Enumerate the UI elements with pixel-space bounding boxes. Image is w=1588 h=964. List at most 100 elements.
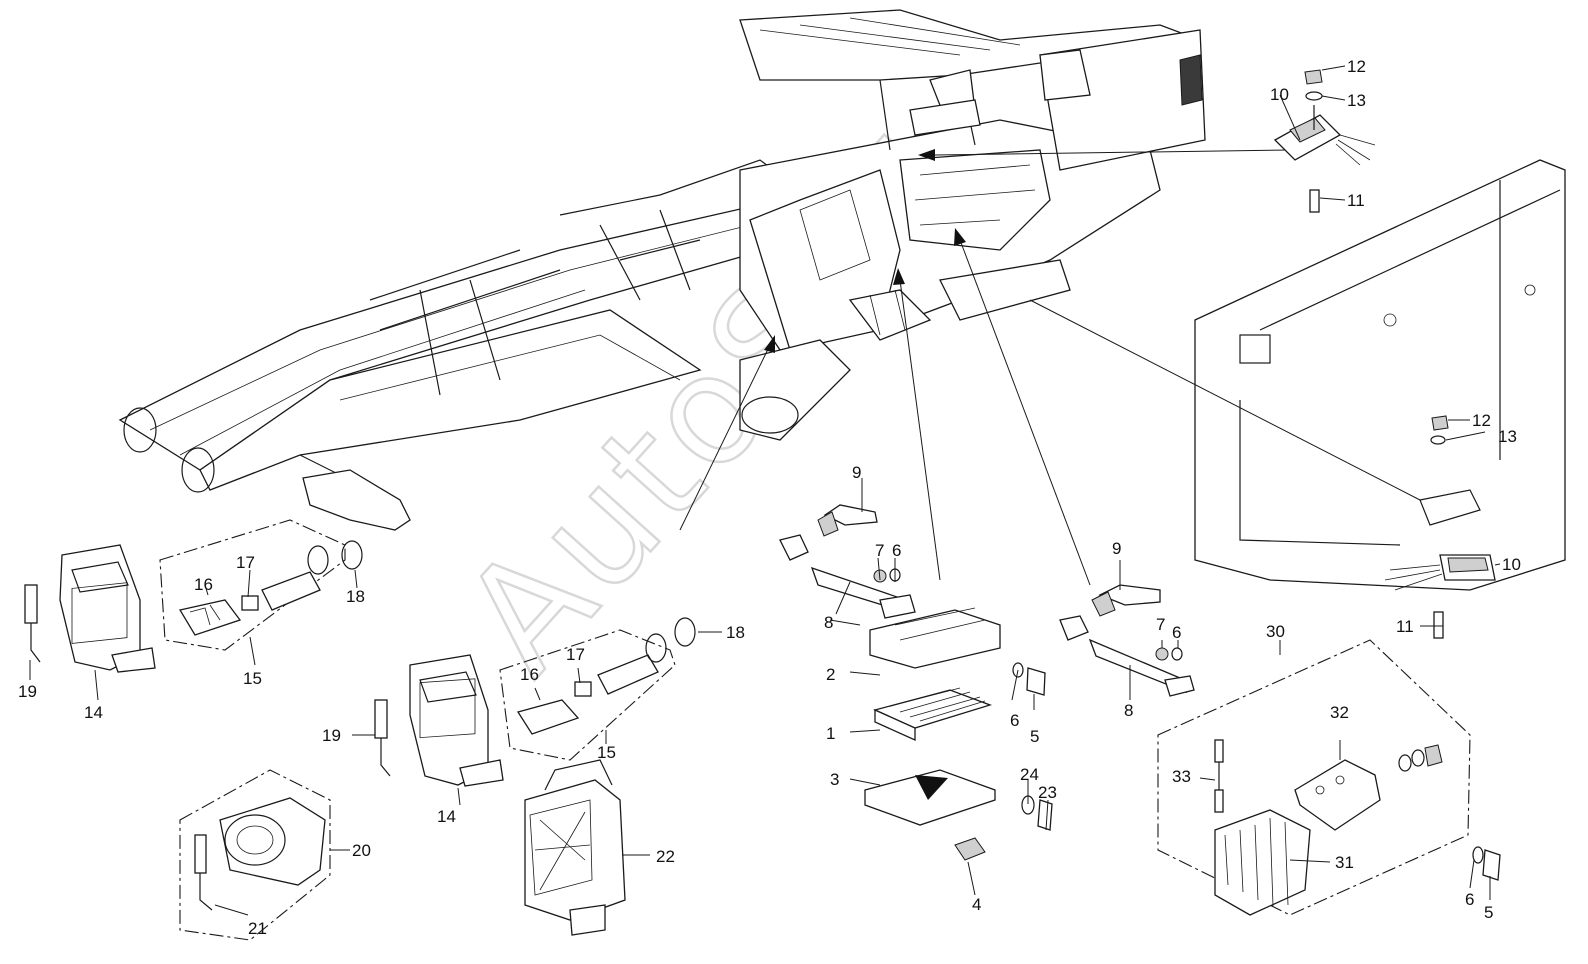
kit-15b-boundary	[499, 629, 676, 761]
leader-lines	[299, 149, 1421, 586]
conveyor-trough-line	[339, 334, 681, 401]
stem-thread-b	[645, 633, 667, 663]
washer-6-kit	[1472, 846, 1484, 864]
bracket-hole	[1315, 785, 1325, 795]
socket-17	[241, 595, 259, 611]
engine-housing	[1039, 29, 1206, 171]
callout-32: 32	[1330, 703, 1349, 722]
bolt-icon	[1309, 189, 1320, 213]
work-lamp-center	[352, 617, 722, 806]
lever-handle	[823, 504, 878, 526]
kit-15-boundary	[159, 519, 346, 651]
mounting-panel	[1194, 159, 1566, 591]
connector-top	[1214, 739, 1224, 763]
lamp-lens-20	[224, 814, 286, 866]
arrow-head	[918, 149, 935, 161]
work-lamp-left	[24, 469, 411, 701]
callout-15-left: 15	[243, 669, 262, 688]
conveyor-end-hoop	[123, 407, 157, 453]
wires-2	[1384, 564, 1443, 591]
callout-24: 24	[1020, 765, 1039, 784]
lamp-stem	[261, 571, 321, 611]
conveyor-edge-line-2	[179, 289, 586, 456]
callout-13-side: 13	[1498, 427, 1517, 446]
callout-11-top: 11	[1347, 191, 1365, 210]
callout-7-center: 7	[875, 541, 884, 560]
callout-5-tray: 5	[1030, 727, 1039, 746]
callout-9-center: 9	[852, 463, 861, 482]
callout-13-top: 13	[1347, 91, 1366, 110]
lamp-lens-22	[529, 799, 593, 896]
bracket-assembly-center	[779, 478, 1053, 896]
lamp-housing-22	[524, 779, 626, 921]
bulb-21	[194, 834, 207, 874]
callout-23: 23	[1038, 783, 1057, 802]
shaft-end	[879, 594, 916, 619]
callout-labels: 12 13 10 11 12 13 10 11 9 7 6 8 2 1 3 4 …	[18, 57, 1521, 938]
leader-9b-to-machine	[959, 239, 1091, 586]
callout-leaders-right	[1119, 560, 1179, 700]
lens-16-ribs	[189, 604, 221, 626]
seat-base	[909, 99, 981, 136]
regulator-side-group	[1384, 415, 1501, 639]
plate-hole-2	[1524, 284, 1536, 296]
mounting-tray	[869, 609, 1001, 669]
kit-20-boundary	[179, 769, 331, 941]
callout-21: 21	[248, 919, 267, 938]
stem-thread	[307, 545, 329, 575]
arrow-head-3	[954, 228, 966, 246]
lamp-lens	[71, 582, 128, 644]
lamp-handle	[71, 561, 129, 593]
callout-22: 22	[656, 847, 675, 866]
lever-knob	[817, 511, 839, 537]
bolt-5	[1026, 667, 1046, 696]
callout-17-center: 17	[566, 645, 585, 664]
washer-icon-2	[1430, 435, 1446, 445]
callout-15-center: 15	[597, 743, 616, 762]
side-track	[939, 259, 1071, 321]
heatsink-side	[874, 708, 916, 742]
front-track	[739, 339, 851, 441]
lens-16	[178, 599, 242, 636]
callout-14-center: 14	[437, 807, 456, 826]
boom-struts	[369, 249, 561, 396]
shaft-end-2	[1164, 675, 1195, 697]
bracket-assembly-right	[1059, 560, 1195, 700]
lamp-inner-20	[236, 825, 274, 855]
control-box	[899, 149, 1051, 251]
callout-leaders-center	[829, 478, 1049, 896]
socket-17b	[574, 681, 592, 697]
callout-12-side: 12	[1472, 411, 1491, 430]
lens-16b	[516, 699, 580, 735]
regulator-fins-31	[1224, 817, 1289, 907]
callout-6-tray: 6	[1010, 711, 1019, 730]
callout-7-right: 7	[1156, 615, 1165, 634]
callout-leaders-left	[29, 569, 358, 701]
bolt-icon-2	[1433, 611, 1444, 639]
plate-flanges	[1239, 180, 1561, 546]
washer-icon	[1305, 91, 1323, 101]
washer-18	[341, 540, 363, 570]
work-lamp-20	[179, 769, 350, 941]
bracket-hole-2	[1335, 775, 1345, 785]
leader-2-to-machine	[899, 279, 941, 581]
regulator-top-group	[1273, 65, 1376, 213]
regulator-31	[1214, 809, 1311, 916]
callout-3: 3	[830, 770, 839, 789]
bolt-23	[1037, 799, 1053, 831]
shaft-clamp	[779, 534, 809, 561]
bolt-5-kit	[1482, 849, 1501, 881]
leader-16-to-machine	[679, 344, 771, 531]
callout-16-center: 16	[520, 665, 539, 684]
lamp-lens-b	[419, 678, 476, 739]
lever-handle-2	[1098, 584, 1161, 606]
washer-6	[1012, 662, 1024, 678]
callout-20: 20	[352, 841, 371, 860]
callout-leaders-side	[1420, 419, 1501, 627]
truss	[599, 209, 701, 301]
roof-ribs	[759, 17, 1021, 56]
callout-16-left: 16	[194, 575, 213, 594]
plate-cutout	[1239, 334, 1271, 364]
bulb-wire	[30, 623, 41, 663]
